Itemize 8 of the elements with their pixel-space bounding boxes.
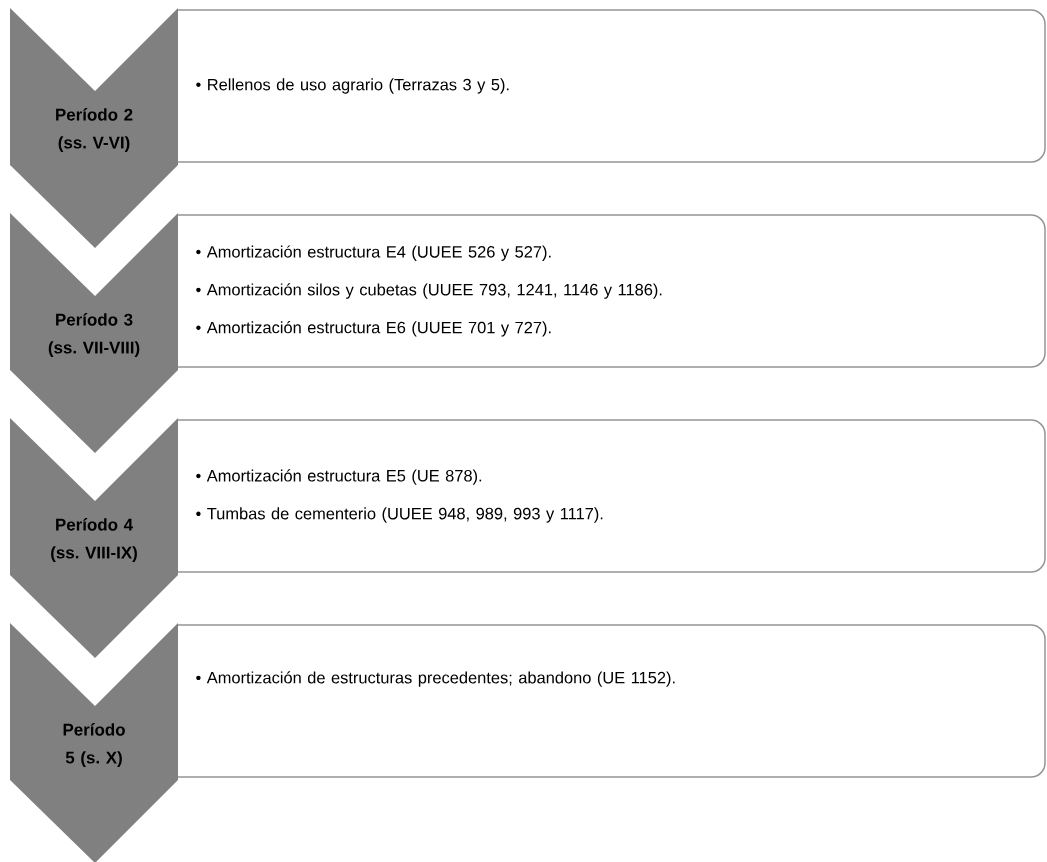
text-box: • Amortización estructura E5 (UE 878). • Tumbas de cementerio (UUEE 948, 989, 993 y 1117). <box>177 419 1046 573</box>
chevron-band: Período 4 (ss. VIII-IX) <box>10 418 178 658</box>
text-box: • Rellenos de uso agrario (Terrazas 3 y 5). <box>177 9 1046 163</box>
text-box: • Amortización estructura E4 (UUEE 526 y 527). • Amortización silos y cubetas (UUEE 793, 1241, 1146 y 1186). • Amortización estructura E6 (UUEE 701 y 727). <box>177 214 1046 368</box>
chevron-band: Período 2 (ss. V-VI) <box>10 8 178 248</box>
chevron-band: Período 5 (s. X) <box>10 623 178 862</box>
chevron-band: Período 3 (ss. VII-VIII) <box>10 213 178 453</box>
text-box: • Amortización de estructuras precedentes; abandono (UE 1152). <box>177 624 1046 778</box>
